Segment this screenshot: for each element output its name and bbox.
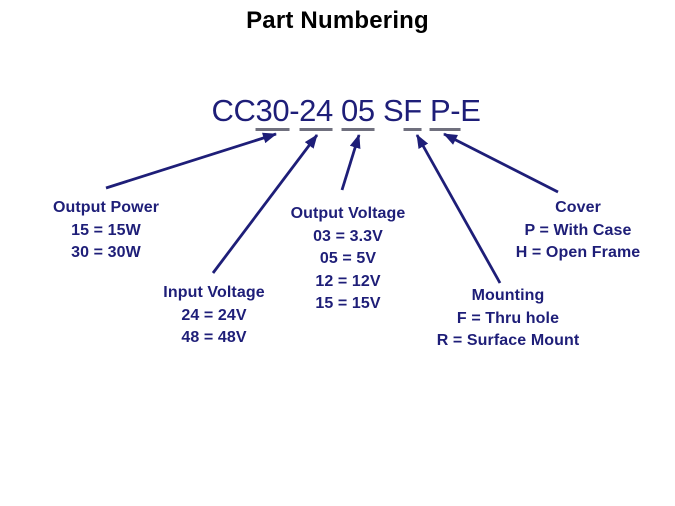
part-number-segment-05: 05: [341, 94, 375, 131]
legend-heading: Mounting: [471, 287, 545, 304]
part-number-segment: [375, 94, 383, 128]
legend-heading: Cover: [555, 199, 601, 216]
legend-entry: H = Open Frame: [515, 244, 641, 261]
part-number-segment: [422, 94, 430, 128]
part-number-segment-P: P-: [429, 94, 461, 131]
legend-entry: 30 = 30W: [71, 244, 141, 261]
part-number-segment: E: [460, 93, 481, 128]
legend-entry: 15 = 15W: [71, 221, 141, 239]
legend-output-power: Output Power 15 = 15W 30 = 30W: [53, 197, 159, 265]
legend-entry: 12 = 12V: [315, 272, 381, 290]
legend-output-voltage: Output Voltage 03 = 3.3V 05 = 5V 12 = 12V 15…: [291, 203, 406, 316]
legend-entry: R = Surface Mount: [436, 332, 580, 349]
legend-entry: 03 = 3.3V: [313, 227, 383, 245]
part-number-segment-F: F: [403, 94, 422, 131]
part-number-segment: [333, 94, 341, 128]
legend-cover: Cover P = With Case H = Open Frame: [516, 197, 641, 265]
legend-entry: 24 = 24V: [181, 306, 247, 324]
legend-heading: Output Power: [52, 199, 160, 216]
part-number-segment: CC: [211, 93, 256, 128]
arrow-output_voltage-to-05: [340, 134, 361, 191]
legend-mounting: Mounting F = Thru hole R = Surface Mount: [437, 285, 580, 353]
legend-entry: F = Thru hole: [456, 309, 560, 327]
arrow-mounting-to-F: [415, 134, 502, 284]
part-number-segment-30: 30: [255, 94, 290, 131]
legend-input-voltage: Input Voltage 24 = 24V 48 = 48V: [163, 282, 264, 350]
legend-entry: 48 = 48V: [181, 329, 247, 346]
legend-entry: P = With Case: [524, 221, 632, 239]
legend-entry: 15 = 15V: [315, 295, 381, 312]
legend-heading: Output Voltage: [290, 205, 406, 222]
legend-heading: Input Voltage: [163, 284, 265, 301]
arrow-cover-to-P: [443, 132, 559, 194]
part-number-segment: S: [382, 93, 404, 128]
part-number-segment: -: [289, 93, 300, 128]
arrow-output_power-to-30: [105, 132, 277, 190]
part-number-segment-24: 24: [299, 94, 333, 131]
legend-entry: 05 = 5V: [319, 250, 377, 267]
page-title: Part Numbering: [246, 7, 429, 34]
